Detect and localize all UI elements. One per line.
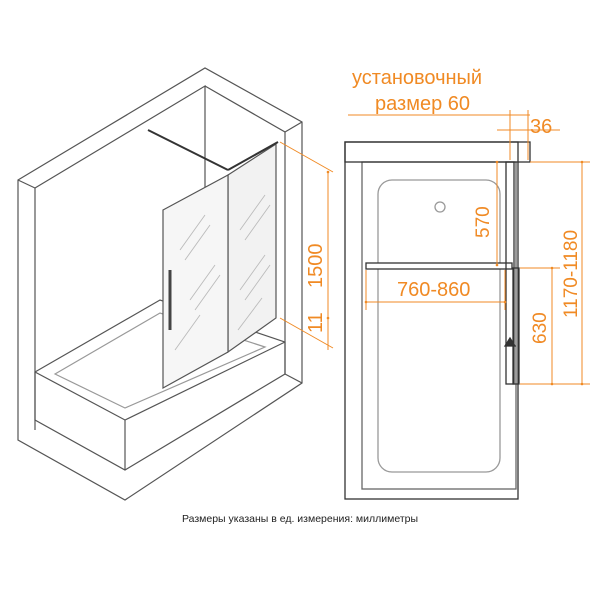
- bathtub: [34, 299, 286, 471]
- bathtub-basin: [377, 179, 501, 473]
- dim-total-height: 1170-1180: [561, 230, 582, 318]
- dim-height-1500: 1500: [305, 244, 327, 289]
- arrow-icon: [503, 336, 517, 347]
- header-line1: установочный: [352, 67, 482, 89]
- dim-lower-630: 630: [530, 312, 551, 344]
- glass-fixed-panel: [162, 142, 277, 390]
- fixed-panel-plan: [505, 161, 515, 385]
- sliding-panel-plan: [512, 267, 520, 385]
- dim-upper-570: 570: [473, 206, 494, 238]
- perspective-view: [17, 67, 334, 501]
- wall-bar-plan: [365, 262, 513, 270]
- dim-gap-36: 36: [530, 116, 552, 138]
- wall-bar: [147, 129, 229, 171]
- header-line2: размер 60: [375, 93, 470, 115]
- units-footnote: Размеры указаны в ед. измерения: миллиме…: [181, 513, 419, 525]
- dim-bottom-gap: 11: [305, 312, 327, 333]
- bathtub-inner: [53, 312, 267, 409]
- plan-view: [344, 141, 531, 500]
- wall-plan: [344, 141, 531, 163]
- glass-pattern: [174, 194, 271, 351]
- bathtub-plan: [344, 141, 519, 500]
- dim-width-range: 760-860: [397, 279, 470, 301]
- drain: [434, 201, 446, 213]
